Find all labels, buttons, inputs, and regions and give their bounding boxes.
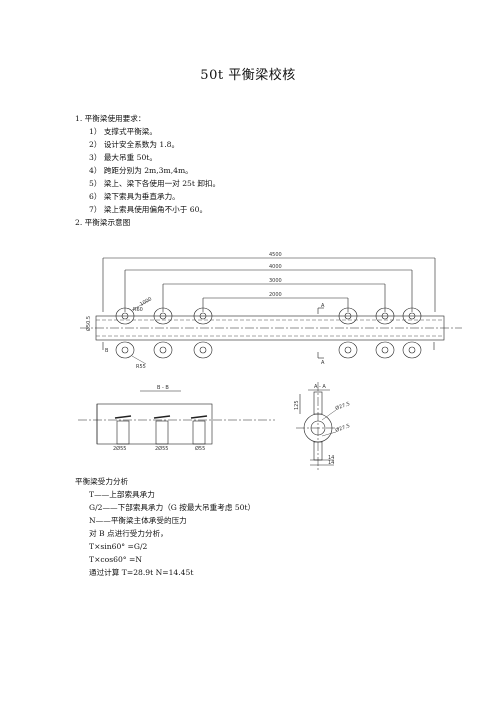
page-title: 50t 平衡梁校核 (200, 68, 296, 83)
analysis-heading: 平衡梁受力分析 (75, 477, 129, 486)
requirement-item: 3） 最大吊重 50t。 (89, 153, 157, 162)
section1-heading: 1. 平衡梁使用要求： (75, 114, 146, 123)
dim-4000: 4000 (269, 264, 282, 270)
dim-bb-1: 2Ø55 (113, 445, 126, 452)
dim-aa-1: Ø27.5 (334, 400, 351, 412)
section2-heading: 2. 平衡梁示意图 (75, 218, 131, 227)
dim-r55: R55 (136, 364, 146, 370)
dim-1000: 1000 (139, 296, 153, 308)
analysis-line: N——平衡梁主体承受的压力 (89, 516, 187, 525)
section-aa-title: A - A (314, 384, 326, 390)
equation-sin: T×sin60° =G/2 (89, 542, 148, 551)
requirement-item: 7） 梁上索具使用偏角不小于 60。 (89, 205, 208, 214)
section-mark-b: B (105, 348, 109, 354)
requirement-item: 5） 梁上、梁下各使用一对 25t 卸扣。 (89, 179, 221, 188)
dim-bb-2: 2Ø55 (155, 445, 168, 452)
dim-bb-3: Ø55 (195, 445, 205, 452)
requirement-item: 1） 支撑式平衡梁。 (89, 127, 157, 136)
analysis-line: T——上部索具承力 (89, 490, 155, 499)
section-bb-title: B - B (157, 385, 169, 391)
dim-diameter: Ø50.5 (85, 316, 92, 331)
dim-aa-14a: 14 (328, 455, 334, 461)
dim-3000: 3000 (269, 278, 282, 284)
dim-r60: R60 (133, 307, 143, 313)
dim-aa-14b: 14 (328, 460, 334, 466)
analysis-line: 对 B 点进行受力分析， (89, 529, 168, 538)
section-mark-a: A (321, 303, 325, 309)
dim-aa-125: 125 (294, 400, 300, 410)
dim-2000: 2000 (269, 292, 282, 298)
dim-4500: 4500 (269, 252, 282, 258)
equation-cos: T×cos60° =N (89, 555, 143, 564)
section-mark-a: A (321, 360, 325, 366)
requirement-item: 4） 跨距分别为 2m,3m,4m。 (89, 166, 193, 175)
requirement-item: 6） 梁下索具为垂直承力。 (89, 192, 180, 201)
dim-aa-2: Ø27.5 (334, 422, 351, 434)
calculation-result: 通过计算 T=28.9t N=14.45t (89, 568, 194, 577)
requirement-item: 2） 设计安全系数为 1.8。 (89, 140, 180, 149)
analysis-line: G/2——下部索具承力（G 按最大吊重考虑 50t） (89, 503, 256, 512)
